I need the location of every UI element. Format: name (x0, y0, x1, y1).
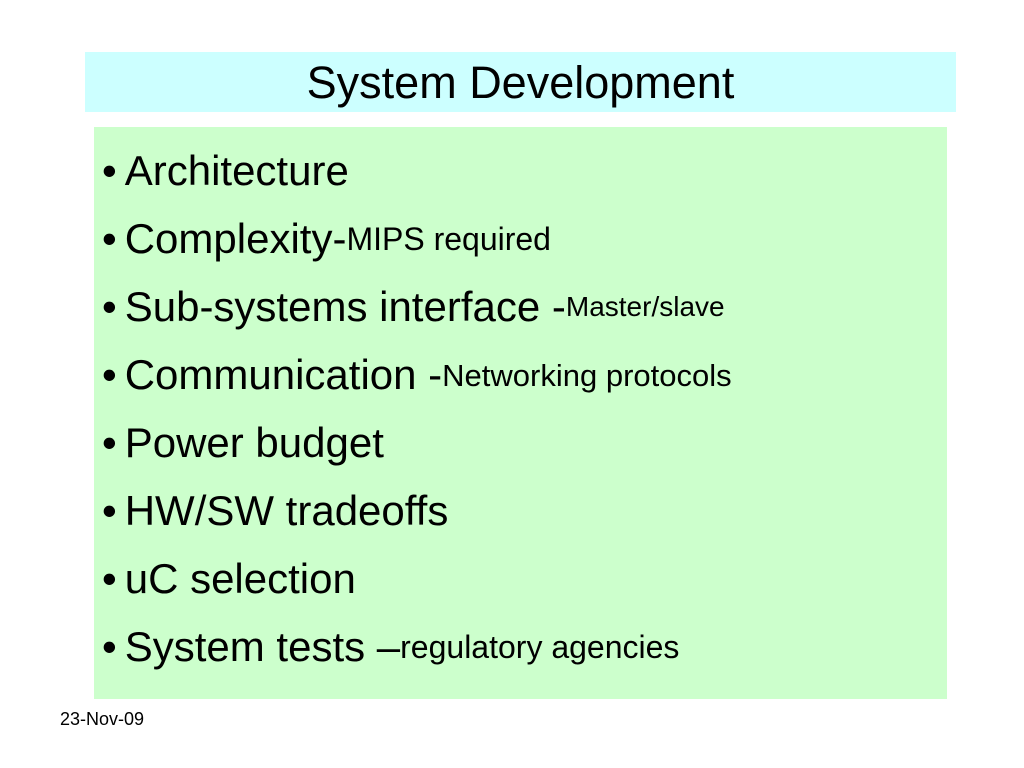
content-box: • Architecture • Complexity- MIPS requir… (94, 127, 947, 699)
bullet-dot-icon: • (102, 623, 117, 670)
bullet-dot-icon: • (102, 147, 117, 194)
bullet-item-uc-selection: • uC selection (102, 545, 732, 613)
bullet-item-communication: • Communication - Networking protocols (102, 341, 732, 409)
bullet-dot-icon: • (102, 283, 117, 330)
bullet-item-architecture: • Architecture (102, 137, 732, 205)
bullet-item-complexity: • Complexity- MIPS required (102, 205, 732, 273)
bullet-item-power-budget: • Power budget (102, 409, 732, 477)
bullet-dot-icon: • (102, 419, 117, 466)
bullet-sub-text: Networking protocols (442, 357, 732, 393)
bullet-main-text: Communication - (124, 351, 443, 398)
bullet-sub-text: regulatory agencies (400, 629, 680, 665)
bullet-main-text: Power budget (124, 419, 384, 466)
bullet-item-system-tests: • System tests – regulatory agencies (102, 613, 732, 681)
bullet-main-text: System tests – (124, 623, 401, 670)
bullet-main-text: HW/SW tradeoffs (124, 487, 449, 534)
bullet-main-text: Sub-systems interface - (124, 283, 566, 330)
bullet-main-text: Complexity- (124, 215, 347, 262)
bullet-main-text: uC selection (124, 555, 356, 602)
bullet-dot-icon: • (102, 215, 117, 262)
bullet-main-text: Architecture (124, 147, 349, 194)
bullet-dot-icon: • (102, 555, 117, 602)
slide-title: System Development (306, 56, 735, 108)
bullet-item-hw-sw-tradeoffs: • HW/SW tradeoffs (102, 477, 732, 545)
bullet-sub-text: Master/slave (565, 291, 725, 322)
bullet-item-sub-systems-interface: • Sub-systems interface - Master/slave (102, 273, 732, 341)
bullet-sub-text: MIPS required (346, 221, 551, 257)
bullet-dot-icon: • (102, 351, 117, 398)
bullet-dot-icon: • (102, 487, 117, 534)
title-box: System Development (85, 52, 956, 112)
footer-date: 23-Nov-09 (60, 709, 145, 729)
bullet-list: • Architecture • Complexity- MIPS requir… (102, 137, 732, 681)
